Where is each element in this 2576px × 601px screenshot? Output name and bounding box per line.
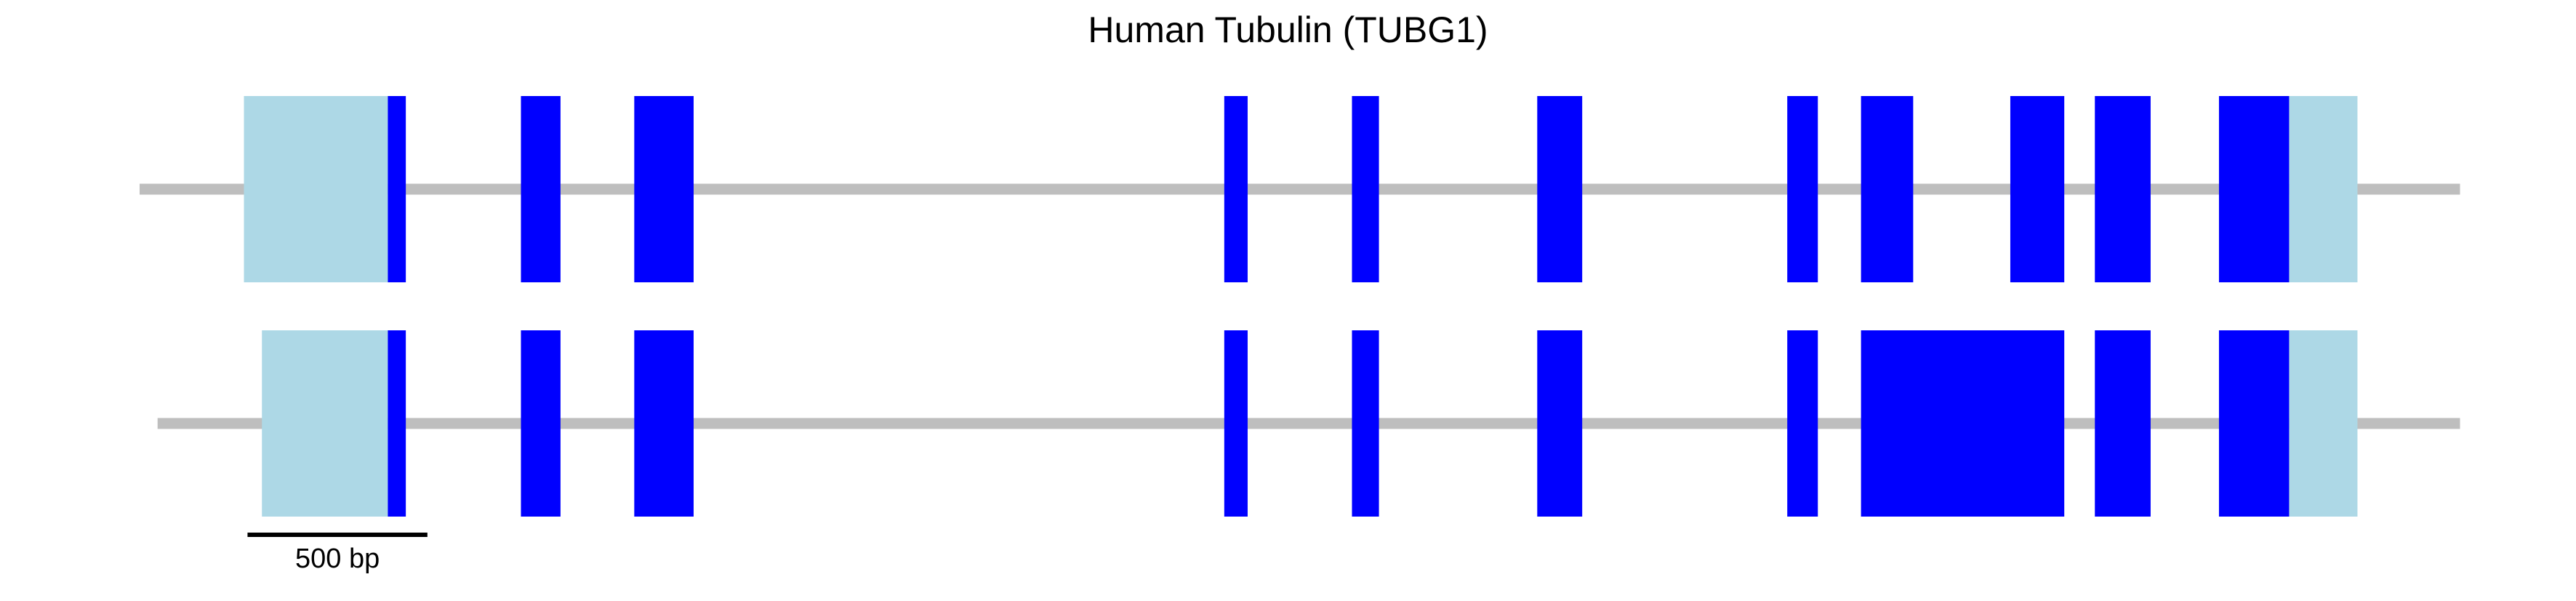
utr3-exon: [2289, 96, 2358, 282]
cds-exon: [521, 96, 561, 282]
cds-exon: [1537, 96, 1583, 282]
cds-exon: [1352, 96, 1379, 282]
transcript-2: [157, 330, 2460, 517]
cds-exon: [1224, 330, 1248, 517]
cds-exon: [1224, 96, 1248, 282]
cds-exon: [2095, 96, 2151, 282]
cds-exon: [388, 330, 406, 517]
cds-exon: [2010, 96, 2065, 282]
transcript-1: [140, 96, 2460, 282]
utr5-exon: [262, 330, 388, 517]
scale-bar-group: 500 bp: [247, 533, 428, 574]
figure-title: Human Tubulin (TUBG1): [1088, 9, 1488, 50]
utr3-exon: [2289, 330, 2358, 517]
utr5-exon: [244, 96, 388, 282]
cds-exon: [521, 330, 561, 517]
cds-exon: [1787, 330, 1818, 517]
cds-exon: [1787, 96, 1818, 282]
cds-exon: [1861, 330, 2065, 517]
cds-exon: [388, 96, 406, 282]
cds-exon: [1537, 330, 1583, 517]
cds-exon: [1352, 330, 1379, 517]
cds-exon: [634, 330, 694, 517]
cds-exon: [2218, 330, 2290, 517]
cds-exon: [634, 96, 694, 282]
transcripts-layer: [140, 96, 2460, 517]
cds-exon: [1861, 96, 1914, 282]
cds-exon: [2218, 96, 2290, 282]
cds-exon: [2095, 330, 2151, 517]
scale-bar-label: 500 bp: [295, 544, 380, 574]
